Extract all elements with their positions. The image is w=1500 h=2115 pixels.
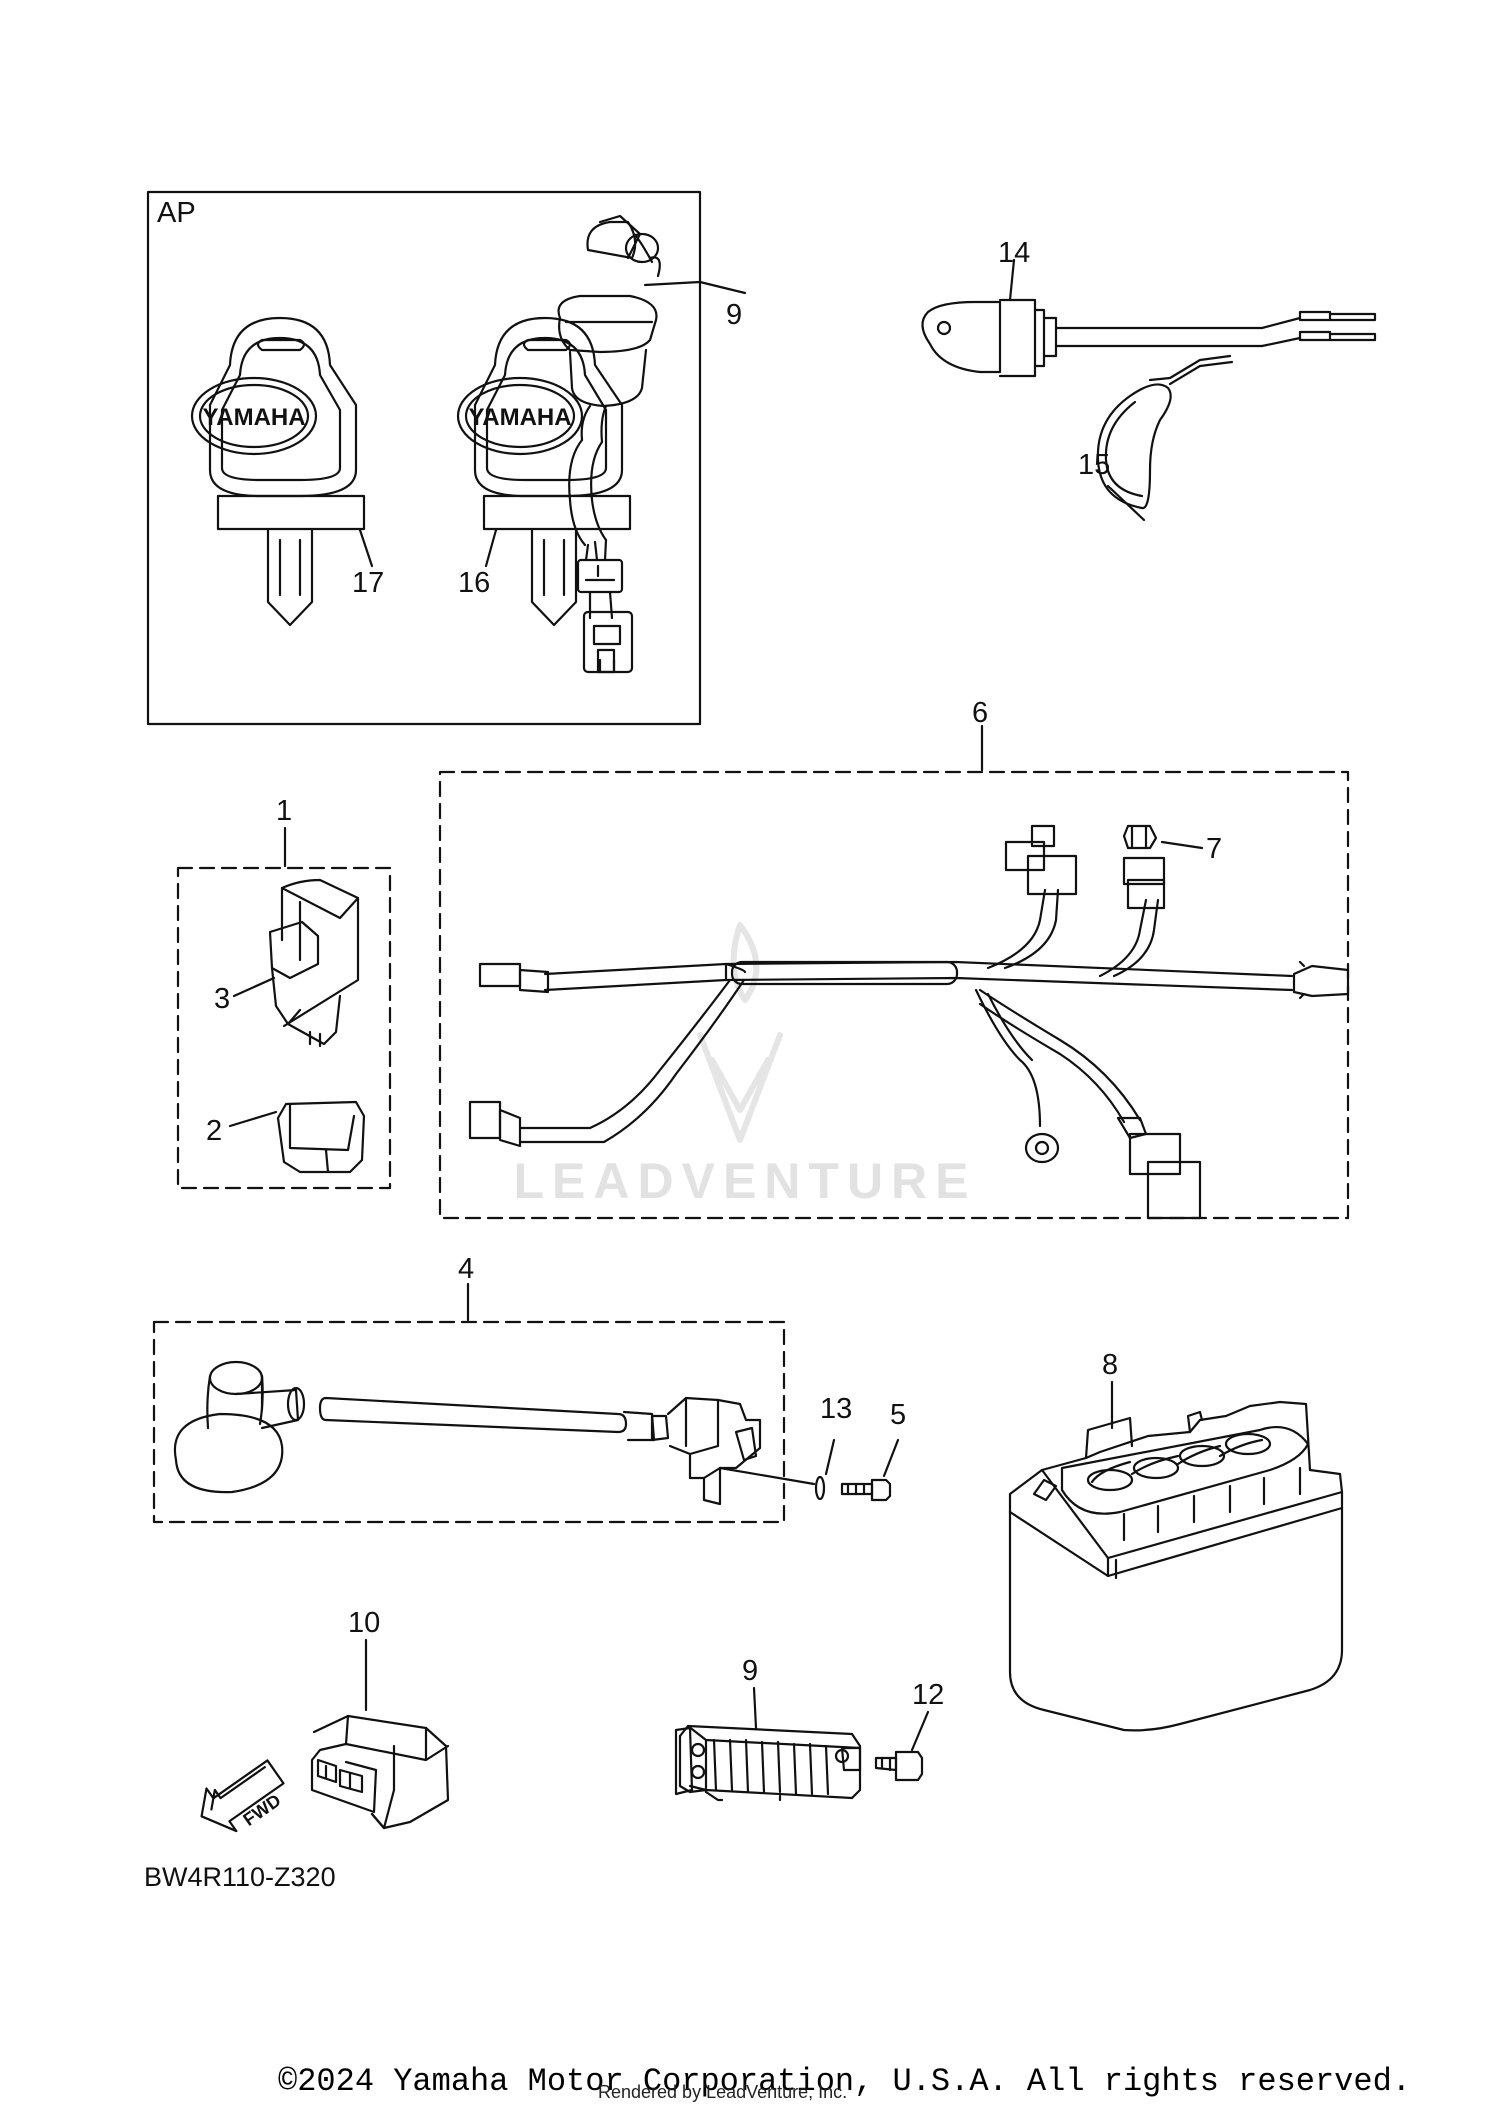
boot-2 [276,1100,366,1174]
rendered-by-notice: Rendered by LeadVenture, Inc. [598,2082,848,2102]
callout-8: 8 [1102,1349,1118,1381]
fwd-arrow-icon [200,1759,285,1833]
callout-3: 3 [214,983,230,1015]
switch-14 [921,298,1377,378]
watermark-text: LEADVENTURE [513,1153,976,1209]
callout-17: 17 [352,567,384,599]
key-16-brand: YAMAHA [468,404,571,431]
fwd-label: FWD [239,1790,284,1830]
callout-16: 16 [458,567,490,599]
callout-12: 12 [912,1679,944,1711]
callout-2: 2 [206,1115,222,1147]
cdi-group-box [176,866,392,1190]
callout-10: 10 [348,1607,380,1639]
bolt-5 [840,1478,892,1502]
callout-9-main-switch: 9 [726,299,742,331]
battery-8 [1008,1400,1344,1732]
relay-10 [310,1714,450,1830]
bolt-12 [874,1750,924,1782]
callout-group-label: AP [157,197,196,229]
cable-tie-15 [1096,354,1234,510]
key-17-brand: YAMAHA [202,404,305,431]
main-switch-9 [557,214,661,674]
wire-harness-6 [468,824,1350,1220]
callout-15: 15 [1078,449,1110,481]
key-16 [456,316,632,627]
cdi-unit-3 [268,878,360,1048]
callout-1: 1 [276,795,292,827]
key-17 [190,316,366,627]
washer-13 [814,1475,826,1501]
ignition-coil-group-box [152,1320,786,1524]
callout-13: 13 [820,1393,852,1425]
part-code: BW4R110-Z320 [144,1862,336,1892]
ignition-coil-4 [173,1360,762,1506]
callout-14: 14 [998,237,1030,269]
callout-4: 4 [458,1253,474,1285]
callout-6: 6 [972,697,988,729]
rectifier-9 [674,1724,862,1802]
callout-7: 7 [1206,833,1222,865]
leadventure-watermark [697,922,783,1143]
ap-frame [146,190,702,726]
copyright-notice: ©2024 Yamaha Motor Corporation, U.S.A. A… [278,2063,1411,2100]
callout-5: 5 [890,1399,906,1431]
callout-9-rectifier: 9 [742,1655,758,1687]
